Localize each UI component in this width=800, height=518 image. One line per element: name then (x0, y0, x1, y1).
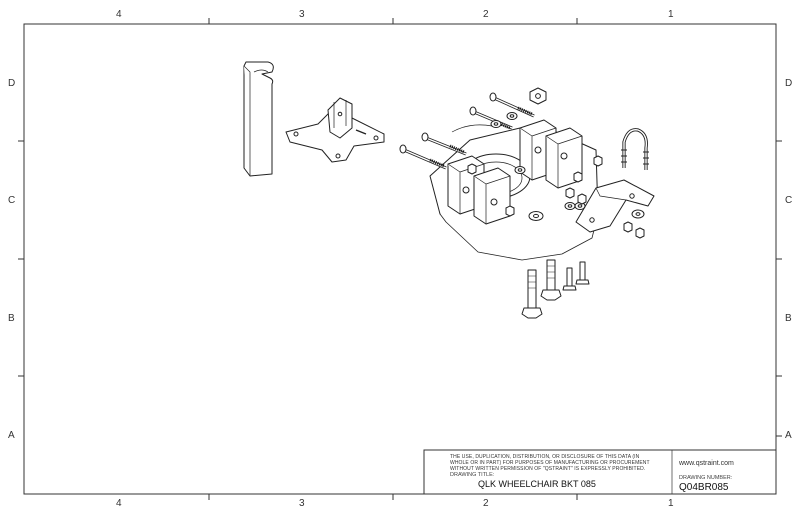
notice-line-3: WITHOUT WRITTEN PERMISSION OF "QSTRAINT"… (450, 466, 646, 472)
zone-col-top-1: 1 (668, 9, 674, 20)
zone-col-bottom-3: 3 (299, 498, 305, 509)
angle-bracket (575, 179, 655, 233)
zone-row-right-C: C (785, 195, 793, 206)
zone-row-right-A: A (785, 430, 792, 441)
strap-plate (243, 61, 274, 177)
zone-col-top-4: 4 (116, 9, 122, 20)
exploded-assembly (243, 61, 655, 319)
drawing-title-label: DRAWING TITLE: (450, 472, 495, 478)
drawing-number-label: DRAWING NUMBER: (679, 475, 733, 481)
clamp-blocks (447, 119, 583, 225)
notice-line-2: WHOLE OR IN PART) FOR PURPOSES OF MANUFA… (450, 460, 650, 466)
zone-row-left-A: A (8, 430, 15, 441)
loose-bolts (521, 259, 590, 319)
zone-col-bottom-1: 1 (668, 498, 674, 509)
zone-row-right-B: B (785, 313, 792, 324)
cross-mount-plate (285, 97, 385, 163)
border-frame (23, 23, 777, 495)
zone-row-right-D: D (785, 78, 793, 89)
company-website: www.qstraint.com (679, 460, 734, 467)
zone-col-top-3: 3 (299, 9, 305, 20)
u-bolt (621, 128, 649, 170)
zone-col-bottom-4: 4 (116, 498, 122, 509)
title-block-frame (423, 449, 777, 495)
long-bolts (399, 92, 535, 170)
zone-row-left-D: D (8, 78, 16, 89)
notice-line-1: THE USE, DUPLICATION, DISTRIBUTION, OR D… (450, 454, 640, 460)
drawing-number: Q04BR085 (679, 482, 729, 493)
nuts-and-washers (467, 87, 645, 239)
zone-col-bottom-2: 2 (483, 498, 489, 509)
zone-col-top-2: 2 (483, 9, 489, 20)
zone-row-left-C: C (8, 195, 16, 206)
zone-row-left-B: B (8, 313, 15, 324)
title-block-notice: THE USE, DUPLICATION, DISTRIBUTION, OR D… (450, 454, 650, 472)
drawing-title: QLK WHEELCHAIR BKT 085 (478, 479, 596, 489)
